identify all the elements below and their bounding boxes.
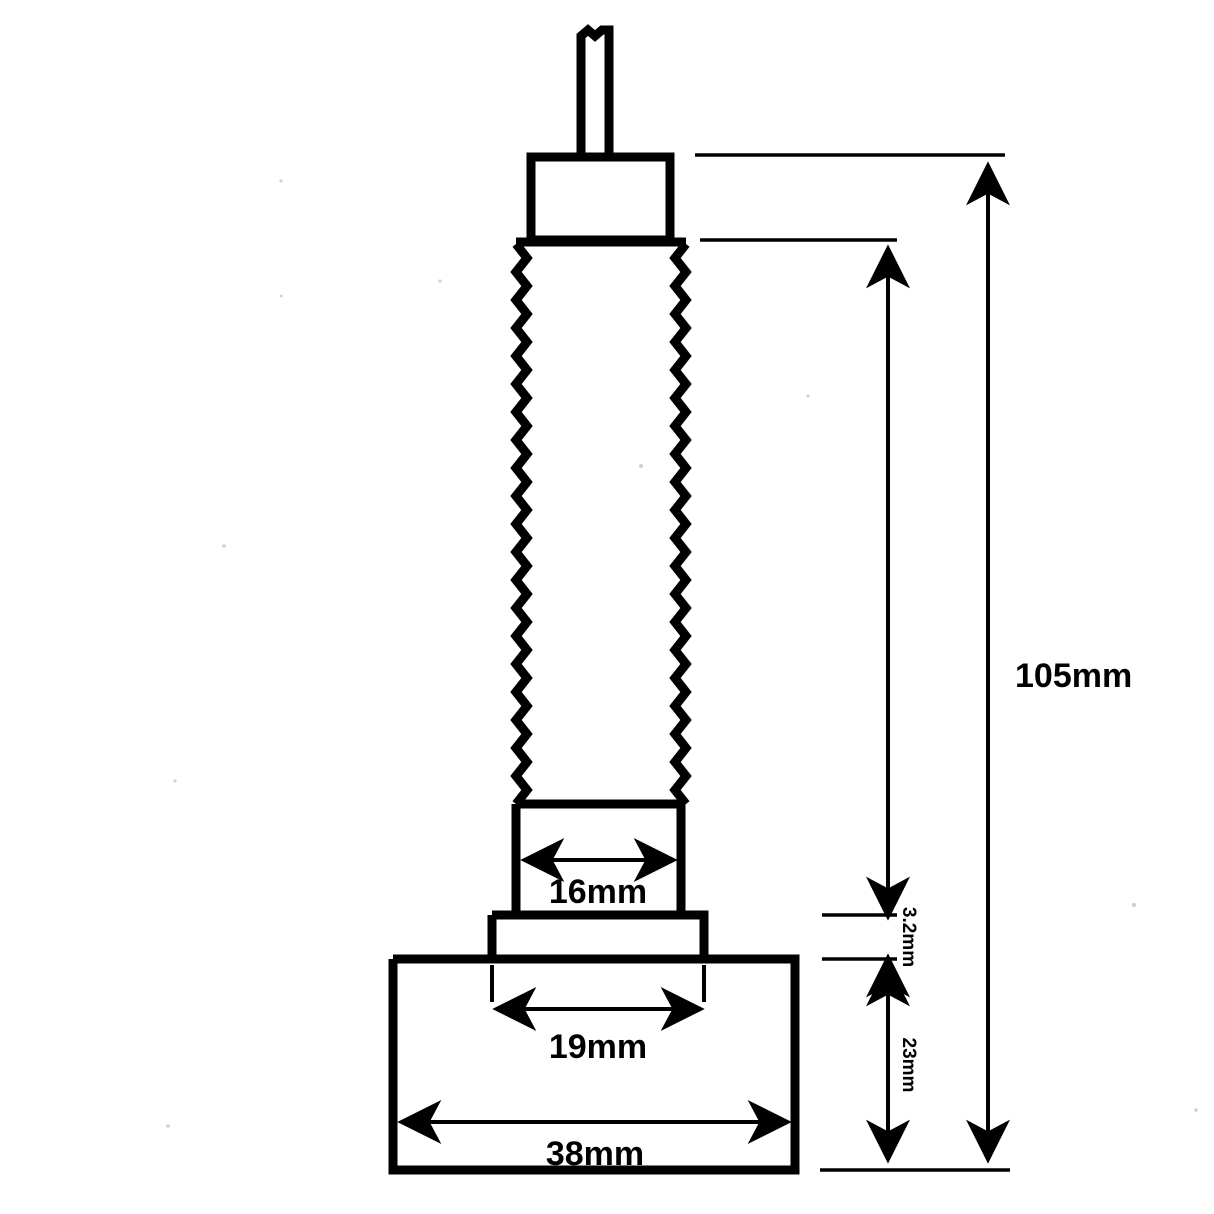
horizontal-dimensions bbox=[397, 838, 792, 1144]
thread-profile-right bbox=[669, 241, 692, 807]
probe-tip bbox=[576, 24, 614, 157]
dim-label-3p2mm: 3.2mm bbox=[898, 907, 919, 967]
dim-label-105mm: 105mm bbox=[1015, 657, 1132, 695]
extension-lines bbox=[695, 153, 1010, 1172]
scan-artifacts bbox=[166, 179, 1198, 1128]
dim-label-16mm: 16mm bbox=[549, 873, 647, 911]
dim-label-19mm: 19mm bbox=[549, 1028, 647, 1066]
thread-profile-left bbox=[510, 241, 533, 807]
dim-label-23mm: 23mm bbox=[898, 1038, 919, 1093]
base-flange bbox=[388, 954, 800, 1175]
dimension-labels: 105mm 23mm 3.2mm 16mm 19mm 38mm bbox=[546, 657, 1132, 1173]
step-plate bbox=[487, 910, 709, 964]
cap-body bbox=[526, 152, 675, 245]
dim-label-38mm: 38mm bbox=[546, 1135, 644, 1173]
vertical-dimensions bbox=[866, 161, 1010, 1164]
part-outlines bbox=[388, 24, 800, 1175]
